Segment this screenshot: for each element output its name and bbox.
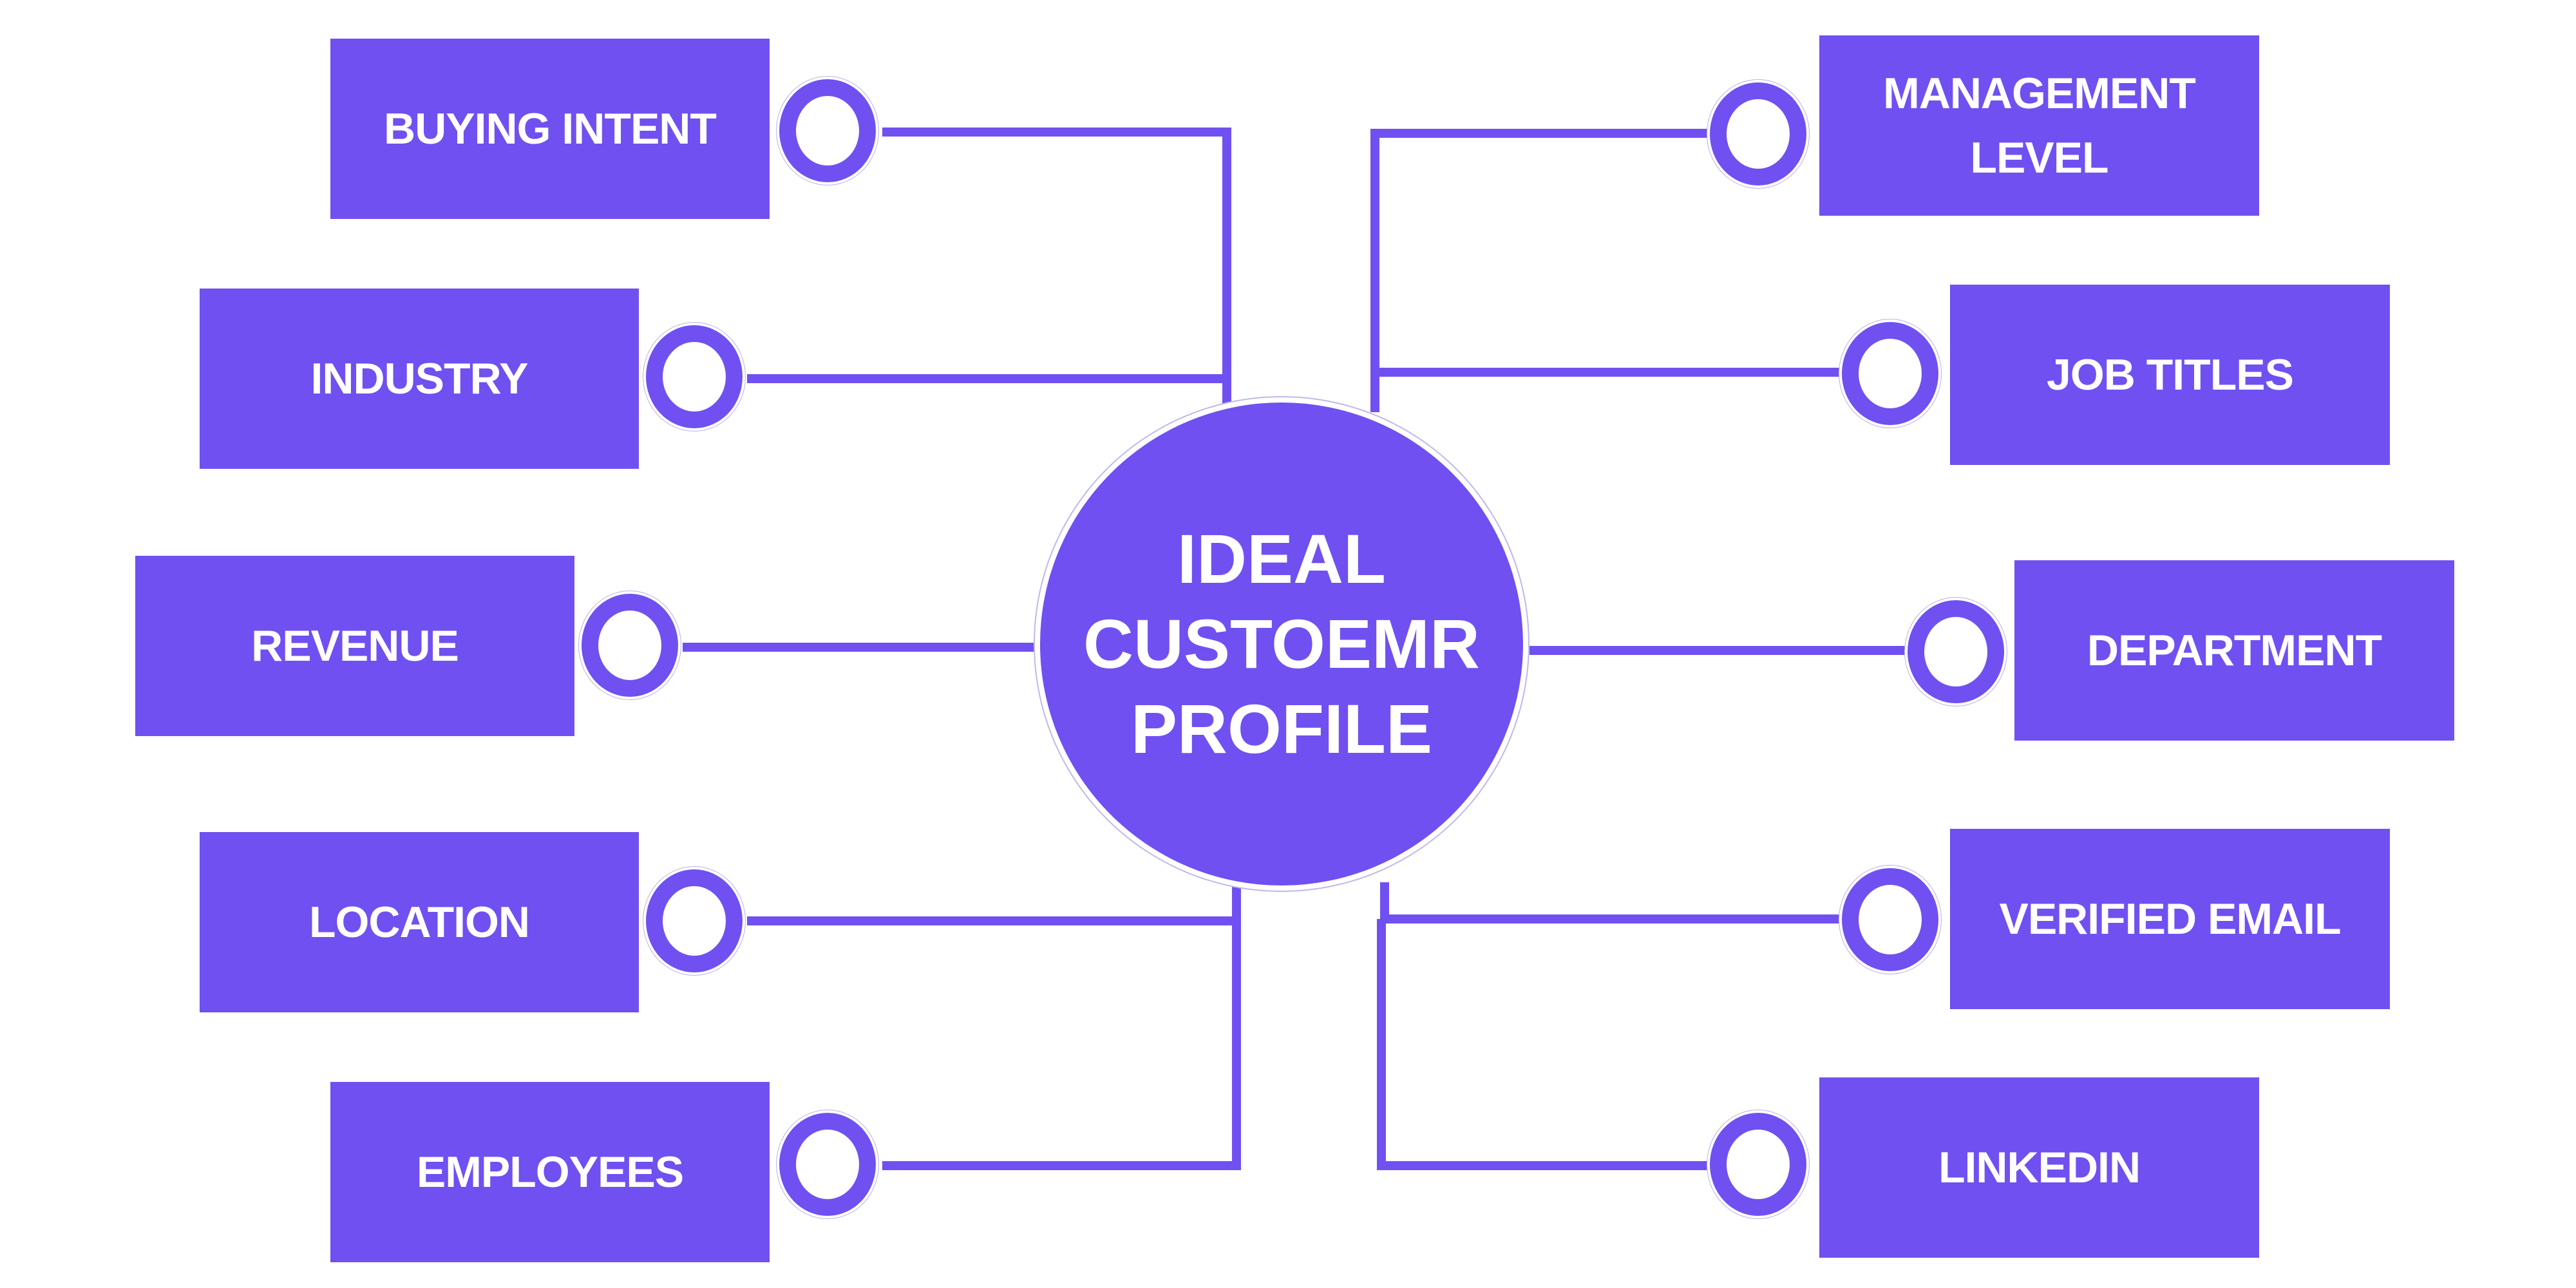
- node-circle-job-titles: [1842, 322, 1938, 425]
- connector-employees: [882, 921, 1241, 1170]
- hub-title-line-1: IDEAL: [1177, 520, 1386, 598]
- attribute-label-line-2: LEVEL: [1970, 133, 2108, 182]
- node-circle-revenue: [582, 594, 678, 697]
- connector-linkedin: [1377, 919, 1710, 1170]
- attribute-box-department: DEPARTMENT: [2014, 560, 2454, 741]
- attribute-box-linkedin: LINKEDIN: [1819, 1077, 2259, 1258]
- connector-verified-email: [1380, 882, 1842, 923]
- attribute-label: DEPARTMENT: [2087, 626, 2382, 675]
- node-circle-management-level: [1710, 82, 1806, 185]
- node-circle-department: [1908, 600, 2004, 703]
- attribute-label: EMPLOYEES: [416, 1148, 684, 1197]
- node-circle-employees: [779, 1113, 876, 1216]
- attribute-label: LOCATION: [308, 898, 530, 947]
- attribute-label: BUYING INTENT: [384, 104, 717, 153]
- attribute-box-employees: EMPLOYEES: [330, 1082, 770, 1262]
- connector-buying-intent: [882, 128, 1231, 412]
- attribute-label: INDUSTRY: [310, 354, 528, 403]
- node-circle-linkedin: [1710, 1113, 1806, 1216]
- connector-location: [747, 882, 1241, 925]
- node-circle-buying-intent: [779, 79, 876, 182]
- attribute-label: JOB TITLES: [2047, 350, 2294, 399]
- attribute-label: LINKEDIN: [1938, 1143, 2141, 1192]
- attribute-label: VERIFIED EMAIL: [1999, 895, 2341, 943]
- node-circle-verified-email: [1842, 868, 1938, 971]
- attribute-box-revenue: REVENUE: [135, 556, 574, 736]
- attribute-box-job-titles: JOB TITLES: [1950, 285, 2390, 465]
- attribute-box-buying-intent: BUYING INTENT: [330, 39, 770, 219]
- attribute-box-industry: INDUSTRY: [200, 289, 639, 469]
- attribute-label-line-1: MANAGEMENT: [1883, 69, 2196, 118]
- connector-management-level: [1370, 129, 1710, 412]
- attribute-box-verified-email: VERIFIED EMAIL: [1950, 829, 2390, 1009]
- attribute-box-location: LOCATION: [200, 832, 639, 1012]
- node-circle-location: [646, 869, 743, 972]
- ideal-customer-profile-hub: IDEAL CUSTOEMR PROFILE: [1040, 402, 1523, 886]
- attribute-box-management-level: MANAGEMENT LEVEL: [1819, 35, 2259, 216]
- hub-title-line-2: CUSTOEMR: [1083, 605, 1481, 683]
- hub-title-line-3: PROFILE: [1130, 690, 1432, 768]
- node-circle-industry: [646, 325, 743, 428]
- attribute-label: REVENUE: [251, 621, 459, 670]
